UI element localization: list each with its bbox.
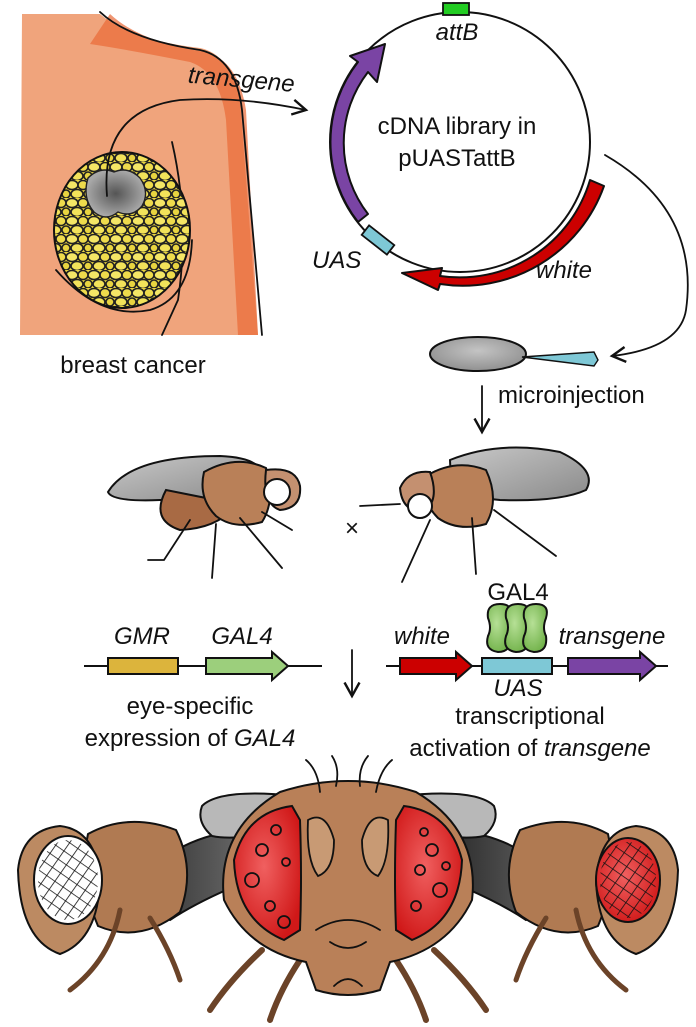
transgene-gene-arrow: [567, 649, 658, 683]
gal4-protein-monomer: [522, 602, 548, 654]
gmr-gal4-construct: [84, 649, 322, 683]
gmr-label: GMR: [114, 623, 170, 650]
embryo-injection: [429, 336, 599, 372]
antenna-left: [306, 816, 335, 878]
shoulder-outline: [99, 11, 263, 336]
right-caption-line2: activation of transgene: [409, 735, 651, 762]
plasmid-label-line2: pUASTattB: [398, 145, 515, 172]
uas-gene-label: UAS: [493, 675, 542, 702]
parent-fly-uas-transgene: [359, 446, 590, 583]
fly-thorax: [423, 464, 494, 528]
uas-box: [481, 657, 553, 675]
fly-eye-white: [263, 478, 291, 506]
gal4-protein-trimer: [486, 602, 548, 654]
breast-cancer-label: breast cancer: [60, 352, 205, 379]
fly-legs: [147, 511, 293, 579]
injection-needle: [521, 351, 599, 367]
attB-site: [442, 2, 470, 16]
fly-legs: [513, 907, 629, 993]
rough-eye-left: [232, 804, 302, 942]
fly-eye-white: [407, 493, 433, 519]
white-feature-arc: [401, 179, 605, 291]
parent-fly-gmr-gal4: [106, 454, 302, 579]
antenna-right: [361, 816, 390, 878]
transgene-arrow: [105, 98, 309, 197]
fly-legs: [207, 947, 489, 1023]
frontal-fly: [207, 755, 489, 1023]
plasmid-map: [329, 2, 605, 291]
white-gene-label: white: [394, 623, 450, 650]
uas-label: UAS: [312, 247, 361, 274]
gal4-gene-label: GAL4: [211, 623, 272, 650]
eye-facets: [38, 840, 98, 920]
fly-legs: [67, 907, 183, 993]
gal4-gene-arrow: [205, 649, 290, 683]
plasmid-to-embryo-arrow: [604, 154, 689, 363]
fly-thorax: [201, 460, 272, 526]
attB-label: attB: [436, 19, 479, 46]
eye-roughness-bubbles: [244, 824, 451, 929]
white-gene-arrow: [399, 649, 474, 683]
cross-symbol: ×: [345, 515, 359, 542]
transgene-feature-arc: [329, 43, 386, 223]
right-profile-fly: [507, 821, 680, 993]
uas-feature: [360, 224, 396, 256]
plasmid-label-line1: cDNA library in: [378, 113, 537, 140]
uas-transgene-construct: [386, 602, 668, 683]
left-profile-fly: [16, 821, 189, 993]
transgene-gene-label: transgene: [559, 623, 666, 650]
result-flies: [16, 755, 680, 1023]
head-bristles: [305, 755, 393, 793]
mouthparts: [315, 919, 381, 987]
breast-illustration: [20, 11, 263, 336]
gmr-box: [107, 657, 179, 675]
white-label: white: [536, 257, 592, 284]
embryo: [429, 336, 527, 372]
shoulder-shadow: [90, 14, 258, 335]
fly-legs: [359, 503, 557, 583]
microinjection-label: microinjection: [498, 382, 645, 409]
tumor-necrotic-core: [85, 169, 147, 218]
gal4-protein-label: GAL4: [487, 579, 548, 606]
left-caption-line2: expression of GAL4: [85, 725, 296, 752]
right-caption-line1: transcriptional: [455, 703, 604, 730]
eye-facets: [600, 842, 656, 918]
left-caption-line1: eye-specific: [127, 693, 254, 720]
